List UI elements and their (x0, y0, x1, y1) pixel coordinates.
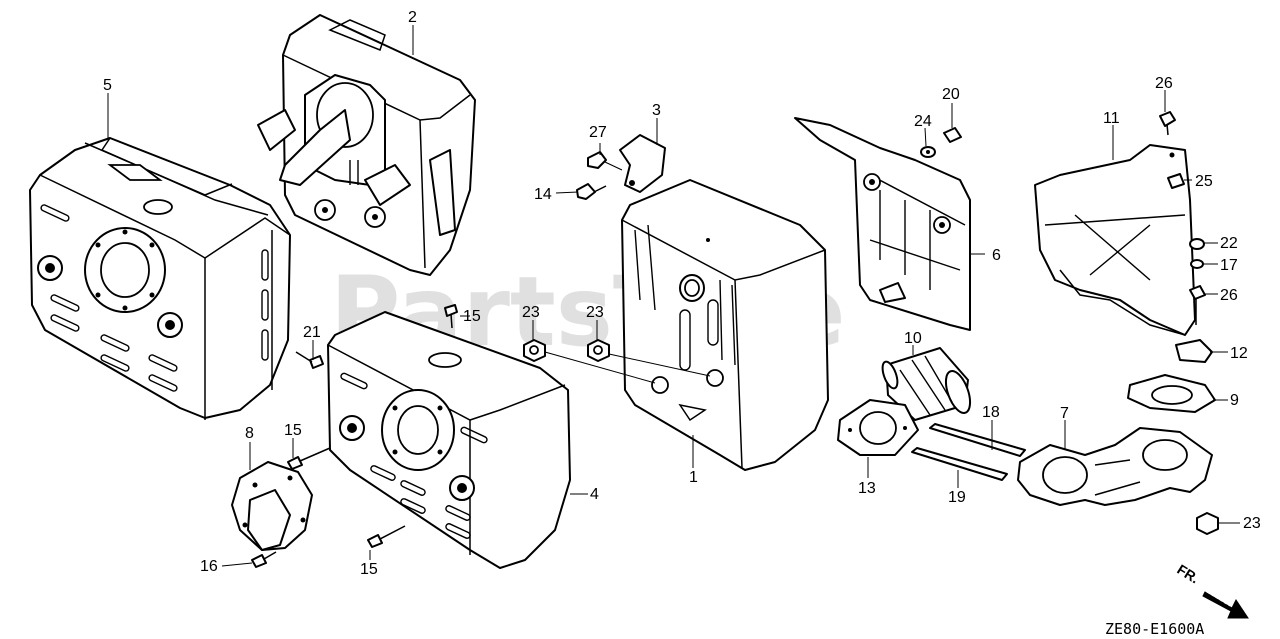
arrow-icon (1202, 591, 1249, 619)
callout-23-a: 23 (522, 304, 540, 321)
washer-17 (1190, 259, 1204, 269)
leader-lines (107, 25, 1240, 567)
callout-6: 6 (992, 247, 1001, 264)
callout-19: 19 (948, 489, 966, 506)
callout-27: 27 (589, 124, 607, 141)
callout-5: 5 (103, 77, 112, 94)
callout-10: 10 (904, 330, 922, 347)
callout-15-top: 15 (463, 308, 481, 325)
stud-19 (911, 447, 1008, 481)
bolt-27 (587, 151, 623, 171)
callout-24: 24 (914, 113, 932, 130)
callout-9: 9 (1230, 392, 1239, 409)
bracket-12 (1175, 339, 1213, 363)
callout-8: 8 (245, 425, 254, 442)
bolt-26-top (1159, 111, 1176, 136)
front-label: FR. (1174, 561, 1202, 587)
callout-16: 16 (200, 558, 218, 575)
callout-14: 14 (534, 186, 552, 203)
gasket-13 (837, 399, 919, 456)
callout-3: 3 (652, 102, 661, 119)
callout-21: 21 (303, 324, 321, 341)
muffler-protector-5 (29, 137, 291, 420)
diagram-code: ZE80-E1600A (1105, 620, 1204, 638)
screw-21 (295, 351, 324, 369)
callout-26-bottom: 26 (1220, 287, 1238, 304)
bracket-3 (619, 134, 666, 193)
callout-25: 25 (1195, 173, 1213, 190)
callout-20: 20 (942, 86, 960, 103)
screw-15-top (444, 304, 458, 329)
callout-23-c: 23 (1243, 515, 1261, 532)
spark-arrester-screen-10 (881, 347, 972, 421)
bolt-26-bottom (1189, 285, 1206, 325)
callout-11: 11 (1103, 110, 1120, 127)
callout-2: 2 (408, 9, 417, 26)
screw-15-bottom (367, 525, 406, 548)
bolt-25 (1167, 173, 1185, 189)
washer-24 (920, 146, 936, 158)
screw-15-left (287, 447, 331, 470)
callout-22: 22 (1220, 235, 1238, 252)
stud-18 (929, 423, 1026, 457)
callout-15-left: 15 (284, 422, 302, 439)
nut-23-c (1196, 512, 1219, 535)
exhaust-pipe-7 (1017, 427, 1213, 506)
callout-7: 7 (1060, 405, 1069, 422)
callout-12: 12 (1230, 345, 1248, 362)
shield-11 (1034, 144, 1196, 336)
gasket-9 (1127, 374, 1216, 413)
front-direction-arrow: FR. (1174, 561, 1249, 619)
screw-16 (251, 551, 277, 568)
spark-arrester-8 (231, 461, 313, 551)
bolt-14 (576, 183, 607, 200)
callout-23-b: 23 (586, 304, 604, 321)
callout-labels: 1 2 3 4 5 6 7 8 9 10 11 12 13 14 15 15 1… (103, 9, 1261, 578)
heat-shield-6 (794, 117, 971, 331)
bolt-20 (943, 127, 962, 143)
callout-17: 17 (1220, 257, 1238, 274)
muffler-protector-4 (327, 311, 571, 569)
callout-15-bottom: 15 (360, 561, 378, 578)
callout-4: 4 (590, 486, 599, 503)
nut-23-b (587, 339, 711, 377)
callout-1: 1 (689, 469, 698, 486)
callout-26-top: 26 (1155, 75, 1173, 92)
callout-18: 18 (982, 404, 1000, 421)
nut-23-a (523, 339, 656, 384)
callout-13: 13 (858, 480, 876, 497)
muffler-cover-2 (257, 14, 476, 276)
washer-22 (1189, 238, 1205, 250)
muffler-1 (621, 179, 829, 471)
